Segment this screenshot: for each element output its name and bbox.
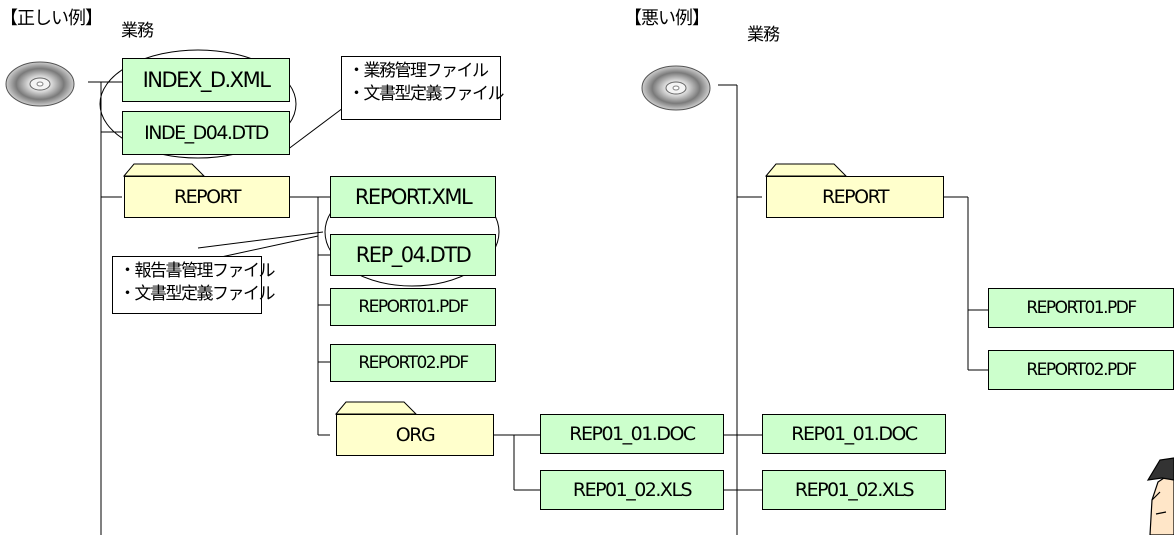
bad-report-folder: REPORT	[766, 176, 944, 218]
bad-report01-pdf-file: REPORT01.PDF	[988, 288, 1174, 328]
bad-report02-pdf-file: REPORT02.PDF	[988, 350, 1174, 390]
good-example-title: 【正しい例】	[0, 8, 103, 29]
bad-example-title: 【悪い例】	[624, 8, 710, 29]
bad-rep01-xls-file: REP01_02.XLS	[762, 470, 946, 510]
report-folder: REPORT	[124, 176, 290, 218]
report02-pdf-file: REPORT02.PDF	[330, 344, 496, 382]
bad-business-label: 業務	[747, 25, 780, 45]
note-line: ・文書型定義ファイル	[119, 284, 276, 304]
good-note-business: ・業務管理ファイル ・文書型定義ファイル	[341, 56, 505, 120]
folder-tab-icon	[122, 163, 206, 177]
folder-tab-icon	[334, 401, 418, 415]
avatar-icon	[1146, 457, 1174, 535]
rep01-xls-file: REP01_02.XLS	[540, 470, 724, 510]
rep01-doc-file: REP01_01.DOC	[540, 414, 724, 454]
org-folder: ORG	[336, 414, 494, 456]
index-xml-file: INDEX_D.XML	[122, 58, 290, 102]
good-business-label: 業務	[121, 21, 154, 41]
note-line: ・業務管理ファイル	[348, 61, 489, 81]
note-line: ・報告書管理ファイル	[119, 261, 276, 281]
report-xml-file: REPORT.XML	[330, 176, 496, 218]
index-dtd-file: INDE_D04.DTD	[122, 111, 290, 155]
report-dtd-file: REP_04.DTD	[330, 234, 496, 276]
bad-rep01-doc-file: REP01_01.DOC	[762, 414, 946, 454]
report01-pdf-file: REPORT01.PDF	[330, 288, 496, 326]
note-line: ・文書型定義ファイル	[348, 84, 505, 104]
cd-disc-icon	[641, 65, 711, 111]
cd-disc-icon	[5, 61, 75, 107]
folder-tab-icon	[764, 163, 848, 177]
good-note-report: ・報告書管理ファイル ・文書型定義ファイル	[112, 256, 276, 314]
